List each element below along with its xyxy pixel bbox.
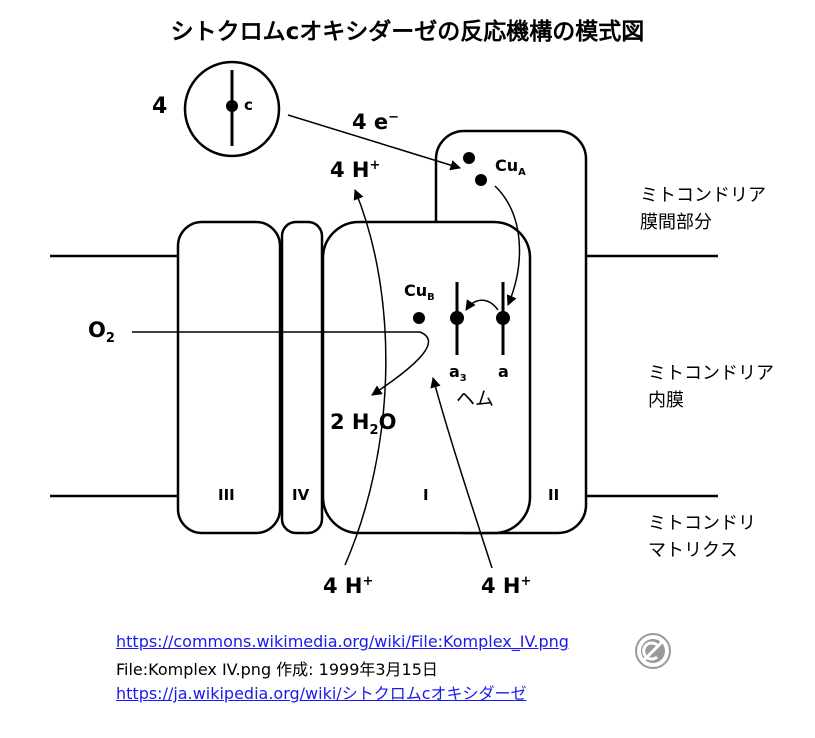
inner-membrane-line-1: ミトコンドリア — [648, 363, 774, 384]
matrix-line-2: マトリクス — [648, 540, 738, 561]
heme-label: ヘム — [456, 388, 495, 410]
electrons-text: 4 e — [352, 110, 389, 134]
heme-a3-label: a3 — [449, 362, 467, 384]
inner-membrane-label: ミトコンドリア 内膜 — [648, 360, 774, 414]
intermembrane-line-2: 膜間部分 — [640, 212, 712, 233]
protons-bottom-left-label: 4 H+ — [323, 574, 373, 598]
protons-bottom-left-text: 4 H — [323, 574, 363, 598]
protons-top-charge: + — [369, 158, 381, 173]
subunit-III — [176, 220, 282, 535]
heme-a3-text: a — [449, 362, 460, 381]
cub-text: Cu — [404, 281, 428, 300]
file-creation-info: File:Komplex IV.png 作成: 1999年3月15日 — [116, 660, 438, 679]
cua-text: Cu — [495, 156, 519, 175]
intermembrane-line-1: ミトコンドリア — [640, 185, 766, 206]
cua-atom-1 — [463, 152, 475, 164]
matrix-label: ミトコンドリ マトリクス — [648, 510, 756, 564]
o2-sub: 2 — [105, 331, 115, 347]
heme-a-iron — [496, 311, 510, 325]
heme-a-to-a3-arrow — [465, 299, 499, 311]
subunit-III-label: III — [218, 486, 235, 504]
wikipedia-article-link[interactable]: https://ja.wikipedia.org/wiki/シトクロムcオキシダ… — [116, 684, 527, 703]
proton-uptake-arrow — [430, 376, 493, 569]
proton-pump-arrow — [344, 189, 387, 566]
diagram-title: シトクロムcオキシダーゼの反応機構の模式図 — [170, 19, 645, 45]
cua-sub: A — [518, 167, 526, 179]
water-sub: 2 — [369, 423, 379, 439]
matrix-line-1: ミトコンドリ — [648, 513, 756, 534]
heme-a-label: a — [498, 362, 509, 381]
water-text-pre: 2 H — [330, 410, 370, 434]
intermembrane-space-label: ミトコンドリア 膜間部分 — [640, 182, 766, 236]
o2-label: O2 — [88, 318, 115, 346]
electrons-label: 4 e− — [352, 110, 399, 134]
water-text-post: O — [378, 410, 397, 434]
cytochrome-letter-label: c — [244, 96, 253, 114]
cua-atom-2 — [475, 174, 487, 186]
cub-label: CuB — [404, 281, 435, 303]
cua-label: CuA — [495, 156, 526, 178]
protons-top-label: 4 H+ — [330, 158, 380, 182]
subunit-I-label: I — [423, 486, 429, 504]
cytochrome-c-iron — [226, 100, 238, 112]
protons-bottom-right-label: 4 H+ — [481, 574, 531, 598]
water-label: 2 H2O — [330, 410, 396, 438]
protons-top-text: 4 H — [330, 158, 370, 182]
no-copyright-icon — [635, 633, 671, 669]
subunit-I — [321, 220, 532, 535]
cua-to-heme-a-arrow — [494, 185, 521, 306]
protons-bottom-right-charge: + — [520, 574, 532, 589]
o2-text: O — [88, 318, 106, 342]
cub-atom — [413, 312, 425, 324]
heme-a3-sub: 3 — [459, 373, 467, 385]
protons-bottom-left-charge: + — [362, 574, 374, 589]
cytochrome-count-label: 4 — [152, 94, 168, 119]
subunit-IV-label: IV — [292, 486, 310, 504]
protons-bottom-right-text: 4 H — [481, 574, 521, 598]
commons-file-link[interactable]: https://commons.wikimedia.org/wiki/File:… — [116, 632, 569, 651]
inner-membrane-line-2: 内膜 — [648, 390, 684, 411]
o2-reduction-arrow — [371, 331, 430, 396]
electrons-charge: − — [388, 110, 400, 125]
cub-sub: B — [427, 292, 435, 304]
electron-arrow — [287, 114, 462, 171]
heme-a3-iron — [450, 311, 464, 325]
subunit-II-label: II — [548, 486, 560, 504]
